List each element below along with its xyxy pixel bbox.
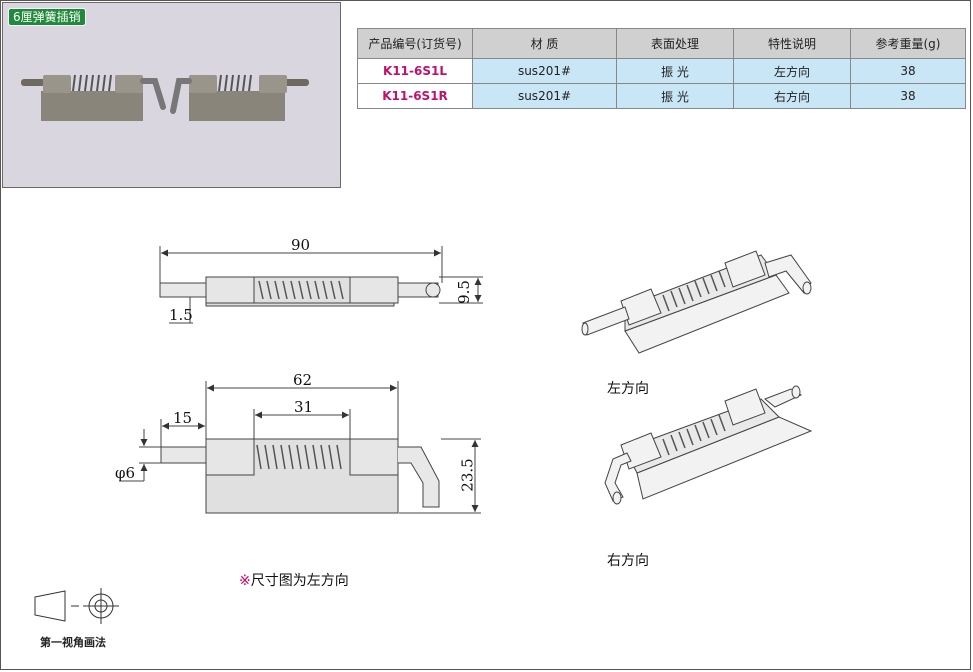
note-mark: ※: [239, 573, 251, 589]
cell-weight: 38: [850, 83, 966, 109]
cell-material: sus201#: [472, 83, 617, 109]
dim-total-length: 90: [291, 236, 311, 254]
col-header-finish: 表面处理: [616, 28, 734, 59]
dim-pin-length: 15: [173, 409, 193, 427]
dim-spring-length: 31: [294, 398, 314, 416]
spec-table: 产品编号(订货号) 材 质 表面处理 特性说明 参考重量(g) K11-6S1L…: [357, 28, 966, 109]
cell-code: K11-6S1R: [357, 83, 473, 109]
cell-feature: 右方向: [733, 83, 851, 109]
projection-method-label: 第一视角画法: [40, 636, 106, 649]
col-header-material: 材 质: [472, 28, 617, 59]
col-header-weight: 参考重量(g): [850, 28, 966, 59]
col-header-feature: 特性说明: [733, 28, 851, 59]
cell-material: sus201#: [472, 58, 617, 84]
product-tag: 6厘弹簧插销: [8, 8, 86, 26]
right-direction-label: 右方向: [607, 553, 649, 569]
dim-body-length: 62: [293, 371, 313, 389]
cell-feature: 左方向: [733, 58, 851, 84]
product-photo: 6厘弹簧插销: [2, 2, 341, 188]
cell-weight: 38: [850, 58, 966, 84]
cell-finish: 振 光: [616, 83, 734, 109]
product-photo-illustration: [21, 74, 309, 121]
dimension-note: ※尺寸图为左方向: [239, 570, 349, 590]
table-row: K11-6S1L sus201# 振 光 左方向 38: [357, 58, 966, 84]
cell-finish: 振 光: [616, 58, 734, 84]
dim-plate-width: 23.5: [458, 458, 477, 492]
dim-height: 9.5: [454, 280, 473, 304]
dim-offset: 1.5: [169, 306, 193, 324]
left-direction-label: 左方向: [607, 381, 649, 397]
col-header-code: 产品编号(订货号): [357, 28, 473, 59]
table-row: K11-6S1R sus201# 振 光 右方向 38: [357, 83, 966, 109]
dim-pin-diameter: φ6: [115, 464, 136, 482]
cell-code: K11-6S1L: [357, 58, 473, 84]
note-text: 尺寸图为左方向: [250, 573, 349, 589]
